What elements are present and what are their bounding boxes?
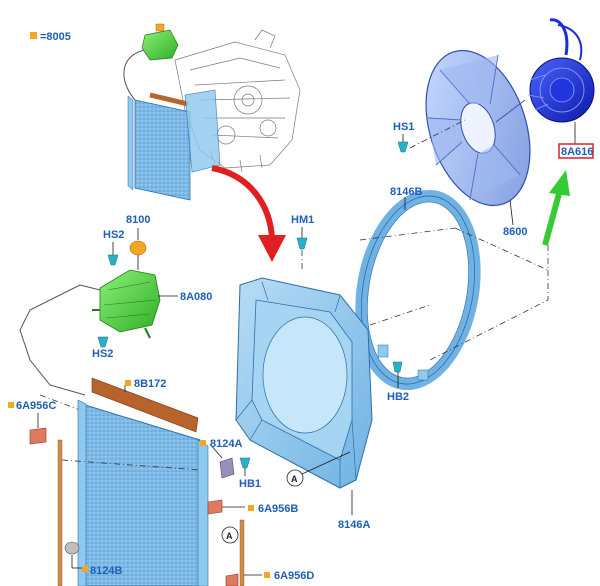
grommet-8124b [64, 541, 80, 555]
label-hs1: HS1 [393, 121, 414, 153]
svg-text:8A616: 8A616 [561, 146, 593, 158]
label-6a956b: 6A956B [207, 499, 298, 515]
svg-text:8B172: 8B172 [134, 378, 166, 390]
highlight-box [558, 143, 594, 159]
reference-a-1: A [286, 451, 351, 487]
hb2-fastener [392, 361, 403, 373]
svg-text:6A956B: 6A956B [258, 503, 298, 515]
mounting-rod-right [239, 519, 245, 586]
label-8a080: 8A080 [180, 291, 212, 303]
label-8a616: 8A616 [558, 122, 594, 159]
red-direction-arrow [211, 165, 286, 262]
label-hs2-bottom: HS2 [92, 336, 113, 360]
fan-shroud-8146a [235, 277, 373, 489]
swatch-6a956d [264, 572, 270, 578]
swatch-6a956b [248, 505, 254, 511]
fan-8600 [425, 49, 531, 207]
label-hm1: HM1 [291, 214, 314, 250]
legend-text: =8005 [40, 31, 71, 43]
overview-reservoir [141, 23, 179, 61]
hb1-fastener [239, 457, 251, 469]
svg-text:8124B: 8124B [90, 565, 122, 577]
overview-radiator [127, 92, 191, 201]
green-direction-arrow [542, 170, 570, 246]
svg-text:6A956C: 6A956C [16, 400, 56, 412]
mounting-rod-left [57, 439, 63, 586]
bracket-6a956d [225, 573, 239, 586]
label-hs2-top: HS2 [103, 229, 124, 266]
svg-text:HB2: HB2 [387, 391, 409, 403]
swatch-8b172 [125, 380, 131, 386]
legend: =8005 [30, 31, 71, 43]
cap-8100: 8100 [126, 214, 150, 270]
label-8124a: 8124A [200, 438, 242, 479]
hm1-fastener [296, 237, 308, 250]
svg-text:A: A [291, 474, 298, 484]
label-8146b: 8146B [390, 186, 422, 198]
label-8146a: 8146A [338, 519, 370, 531]
label-hb2: HB2 [387, 361, 409, 403]
label-6a956c: 6A956C [8, 400, 56, 445]
label-8124b: 8124B [64, 541, 122, 577]
bracket-6a956c [29, 427, 47, 445]
hs2-bottom-fastener [97, 336, 109, 348]
label-8600: 8600 [503, 226, 527, 238]
bracket-6a956b [207, 499, 223, 515]
svg-text:HS1: HS1 [393, 121, 414, 133]
legend-swatch [30, 32, 37, 39]
overview-hose [123, 49, 146, 101]
svg-text:HM1: HM1 [291, 214, 314, 226]
radiator [77, 399, 209, 586]
overflow-hose [19, 284, 86, 396]
reservoir-8a080 [92, 269, 161, 339]
swatch-8124a [200, 440, 206, 446]
svg-text:HB1: HB1 [239, 478, 261, 490]
svg-text:8100: 8100 [126, 214, 150, 226]
swatch-8124b [82, 566, 88, 572]
label-hb1: HB1 [239, 457, 261, 490]
gasket-8b172: 8B172 [91, 377, 199, 433]
svg-text:HS2: HS2 [92, 348, 113, 360]
overview-engine-assembly [123, 23, 301, 201]
svg-text:8124A: 8124A [210, 438, 242, 450]
swatch-6a956c [8, 402, 14, 408]
reference-a-2: A [221, 526, 239, 544]
hs1-fastener [397, 141, 409, 153]
fan-ring-8146b [355, 189, 481, 391]
svg-text:HS2: HS2 [103, 229, 124, 241]
svg-text:6A956D: 6A956D [274, 570, 314, 582]
overview-shroud [184, 89, 221, 173]
svg-text:A: A [226, 531, 233, 541]
hs2-top-fastener [107, 254, 119, 266]
label-6a956d: 6A956D [225, 570, 314, 586]
fan-clutch [527, 18, 595, 123]
